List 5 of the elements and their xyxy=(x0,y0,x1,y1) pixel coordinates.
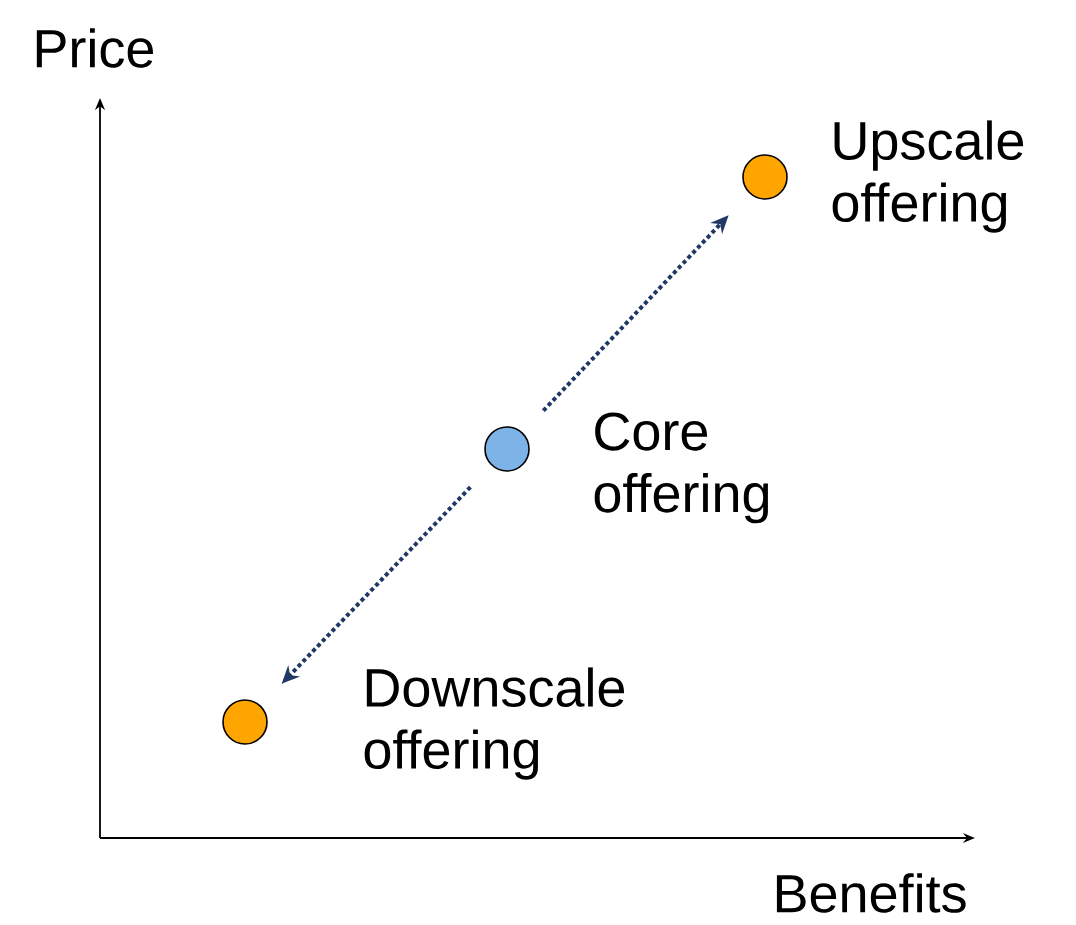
point-label: Downscale offering xyxy=(364,667,625,780)
axis-label: Benefits xyxy=(776,873,966,913)
point-label: Core offering xyxy=(594,412,769,524)
point-label: Upscale offering xyxy=(832,120,1024,233)
axis-label: Price xyxy=(36,28,154,68)
